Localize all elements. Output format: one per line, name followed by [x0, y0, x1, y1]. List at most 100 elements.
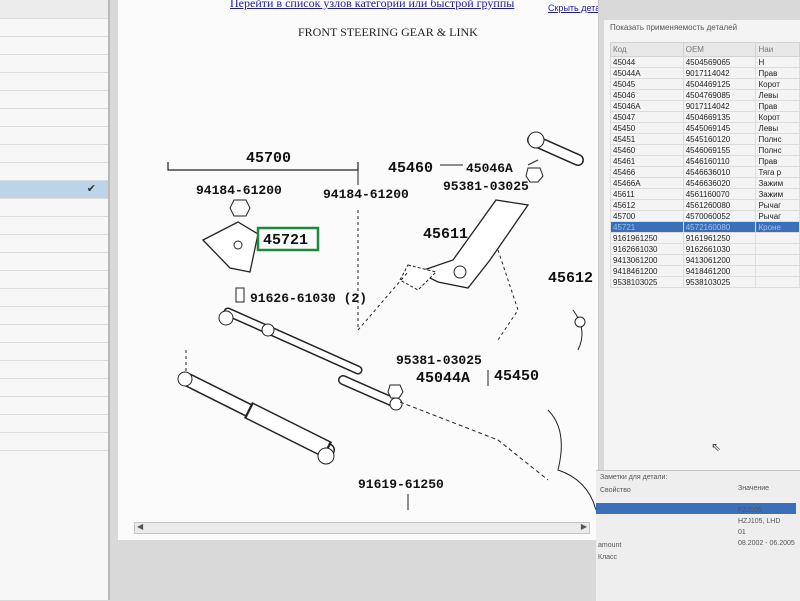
- label-45611[interactable]: 45611: [423, 226, 468, 243]
- notes-value: 01: [738, 529, 746, 536]
- list-item[interactable]: [0, 289, 108, 307]
- label-45700[interactable]: 45700: [246, 150, 291, 167]
- list-item[interactable]: [0, 397, 108, 415]
- label-45046A[interactable]: 45046A: [466, 161, 513, 176]
- list-item[interactable]: [0, 235, 108, 253]
- list-item[interactable]: [0, 55, 108, 73]
- column-header-name[interactable]: Наи: [755, 42, 800, 57]
- scroll-right-icon[interactable]: ▶: [580, 522, 587, 531]
- list-item[interactable]: [0, 379, 108, 397]
- label-95381-03025-top[interactable]: 95381-03025: [443, 179, 529, 194]
- list-item[interactable]: [0, 91, 108, 109]
- category-list-link[interactable]: Перейти в список узлов категории или быс…: [230, 0, 515, 10]
- ball-joint-part: [218, 310, 234, 326]
- highlight-box-45721[interactable]: [256, 226, 320, 252]
- label-94184-61200-left[interactable]: 94184-61200: [196, 183, 282, 198]
- scroll-left-icon[interactable]: ◀: [137, 522, 144, 531]
- list-item[interactable]: [0, 253, 108, 271]
- list-item[interactable]: [0, 109, 108, 127]
- label-45460[interactable]: 45460: [388, 160, 433, 177]
- leader-line: [399, 401, 549, 481]
- cell-oem: 4572160080: [682, 221, 757, 233]
- list-item[interactable]: [0, 307, 108, 325]
- list-item[interactable]: [0, 415, 108, 433]
- list-item[interactable]: [0, 271, 108, 289]
- list-item[interactable]: [0, 127, 108, 145]
- cell-code: 45612: [610, 199, 684, 211]
- horizontal-scrollbar[interactable]: ◀ ▶: [134, 522, 590, 534]
- list-item[interactable]: [0, 145, 108, 163]
- bracket-part: [572, 309, 583, 351]
- list-item[interactable]: [0, 19, 108, 37]
- cell-name: Н: [755, 56, 800, 68]
- diagram-viewer[interactable]: Перейти в список узлов категории или быс…: [118, 0, 599, 540]
- cell-oem: 9161961250: [682, 232, 757, 244]
- label-91619-61250[interactable]: 91619-61250: [358, 477, 444, 492]
- list-item[interactable]: [0, 163, 108, 181]
- cell-oem: 9162661030: [682, 243, 757, 255]
- list-item[interactable]: [0, 343, 108, 361]
- parts-diagram: FRONT STEERING GEAR & LINK 45700 94184-6…: [167, 25, 597, 511]
- check-icon: ✔: [86, 183, 96, 195]
- hide-details-link[interactable]: Скрыть детали ->: [548, 3, 598, 13]
- list-item[interactable]: [0, 37, 108, 55]
- cell-oem: 4545160120: [682, 133, 757, 145]
- cell-oem: 9413061200: [682, 254, 757, 266]
- list-item[interactable]: [0, 199, 108, 217]
- list-item[interactable]: [0, 433, 108, 451]
- label-45044A[interactable]: 45044A: [416, 370, 470, 387]
- diagram-title: FRONT STEERING GEAR & LINK: [298, 25, 478, 39]
- label-91626-61030[interactable]: 91626-61030 (2): [250, 291, 367, 306]
- list-item-selected[interactable]: ✔: [0, 181, 108, 199]
- label-45612[interactable]: 45612: [548, 270, 593, 287]
- column-header-oem[interactable]: OEM: [682, 42, 757, 57]
- cell-oem: 4561160070: [682, 188, 757, 200]
- cell-code: 45451: [610, 133, 684, 145]
- left-list-pane[interactable]: ✔: [0, 0, 110, 600]
- label-94184-61200-right[interactable]: 94184-61200: [323, 187, 409, 202]
- bracket-plate-part: [201, 221, 259, 273]
- cell-name: Кроне: [755, 221, 800, 233]
- cell-code: 45700: [610, 210, 684, 222]
- list-item[interactable]: [0, 361, 108, 379]
- label-95381-03025-bottom[interactable]: 95381-03025: [396, 353, 482, 368]
- cell-oem: 9017114042: [682, 67, 757, 79]
- list-item[interactable]: [0, 217, 108, 235]
- notes-row-selected[interactable]: [596, 503, 796, 514]
- cell-name: Левы: [755, 122, 800, 134]
- cell-code: 45466: [610, 166, 684, 178]
- list-item[interactable]: [0, 325, 108, 343]
- cell-code: 9161961250: [610, 232, 684, 244]
- label-45721[interactable]: 45721: [263, 232, 308, 249]
- idler-arm-part: [416, 199, 530, 289]
- cell-oem: 4570060052: [682, 210, 757, 222]
- cell-name: Прав: [755, 155, 800, 167]
- list-item[interactable]: [0, 73, 108, 91]
- label-45450[interactable]: 45450: [494, 368, 539, 385]
- cell-oem: 4504469125: [682, 78, 757, 90]
- column-header-code[interactable]: Код: [610, 42, 684, 57]
- notes-title: Заметки для детали:: [600, 474, 668, 481]
- frame-outline: [547, 409, 597, 511]
